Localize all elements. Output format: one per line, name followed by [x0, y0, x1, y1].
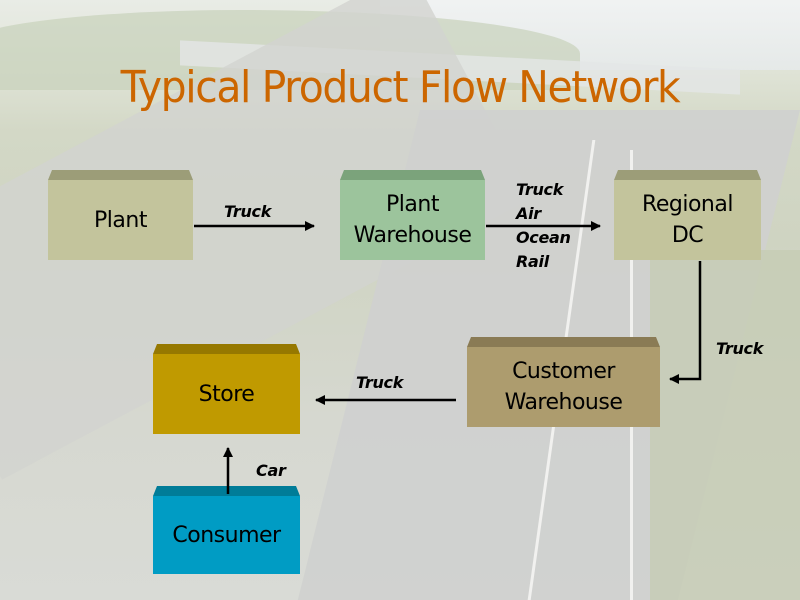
- node-plant-warehouse-top-face: [340, 170, 485, 180]
- edge-label-pw-air: Air: [516, 204, 541, 223]
- node-plant-top-face: [48, 170, 193, 180]
- node-customer-warehouse: Customer Warehouse: [467, 347, 660, 427]
- node-regional-dc-label: Regional DC: [642, 192, 733, 248]
- arrow-regional-dc-to-customer-warehouse: [669, 261, 702, 384]
- node-regional-dc-top-face: [614, 170, 761, 180]
- node-store-top-face: [153, 344, 300, 354]
- node-store-label: Store: [198, 381, 255, 407]
- node-consumer: Consumer: [153, 496, 300, 574]
- edge-label-pw-ocean: Ocean: [516, 228, 571, 247]
- node-plant-warehouse: Plant Warehouse: [340, 180, 485, 260]
- node-regional-dc: Regional DC: [614, 180, 761, 260]
- edge-label-dc-truck: Truck: [716, 339, 764, 358]
- node-consumer-label: Consumer: [172, 522, 281, 548]
- slide-title: Typical Product Flow Network: [120, 62, 681, 113]
- node-store: Store: [153, 354, 300, 434]
- node-customer-warehouse-top-face: [467, 337, 660, 347]
- node-consumer-top-face: [153, 486, 300, 496]
- edge-label-consumer-car: Car: [256, 461, 286, 480]
- grass-verge: [650, 250, 800, 600]
- edge-label-pw-rail: Rail: [516, 252, 549, 271]
- edge-label-cw-truck: Truck: [356, 373, 404, 392]
- node-plant-label: Plant: [94, 207, 147, 233]
- node-customer-warehouse-label: Customer Warehouse: [504, 359, 623, 415]
- edge-label-plant-truck: Truck: [224, 202, 272, 221]
- edge-label-pw-truck: Truck: [516, 180, 564, 199]
- node-plant: Plant: [48, 180, 193, 260]
- node-plant-warehouse-label: Plant Warehouse: [353, 192, 472, 248]
